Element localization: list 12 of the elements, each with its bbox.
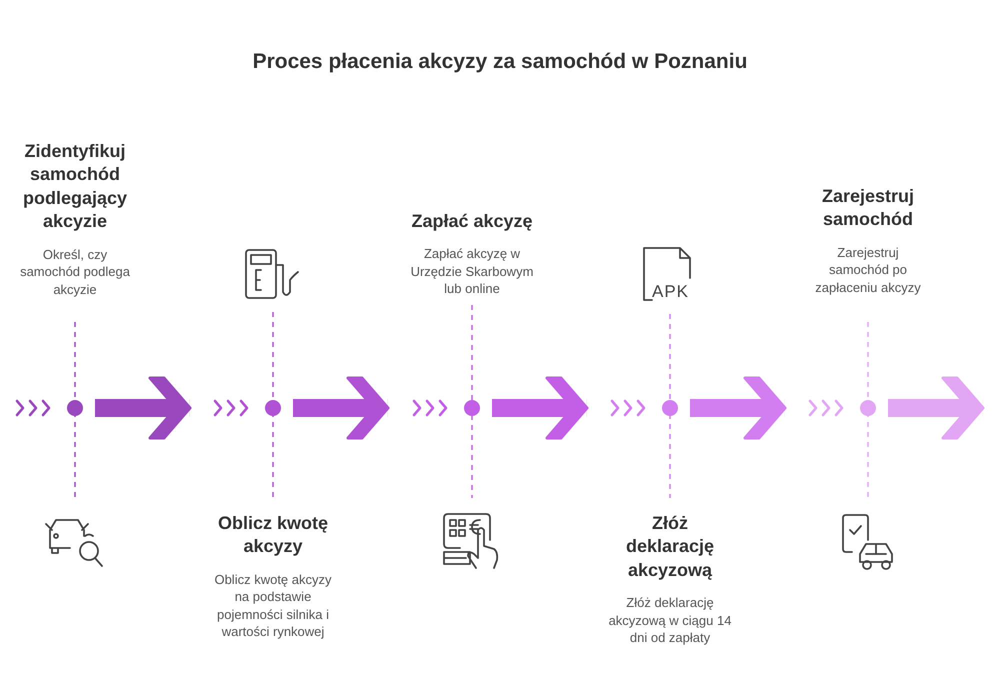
- document-label: APK: [652, 282, 690, 302]
- step-heading: Oblicz kwotę akcyzy: [216, 512, 330, 558]
- title: Proces płacenia akcyzy za samochód w Poznaniu: [252, 50, 748, 74]
- step-heading: Zarejestruj samochód: [820, 185, 916, 232]
- step-description: Zapłać akcyzę w Urzędzie Skarbowym lub online: [410, 245, 534, 298]
- step-description: Określ, czy samochód podlega akcyzie: [19, 246, 131, 298]
- step-description: Zarejestruj samochód po zapłaceniu akcyzy: [814, 244, 922, 296]
- step-description: Złóż deklarację akcyzową w ciągu 14 dni od zapłaty: [608, 594, 732, 647]
- step-heading: Zidentyfikuj samochód podlegający akcyzie: [22, 140, 128, 234]
- step-heading: Zapłać akcyzę: [410, 210, 534, 233]
- step-heading: Złóż deklarację akcyzową: [624, 512, 716, 582]
- step-description: Oblicz kwotę akcyzy na podstawie pojemności silnika i wartości rynkowej: [213, 570, 333, 641]
